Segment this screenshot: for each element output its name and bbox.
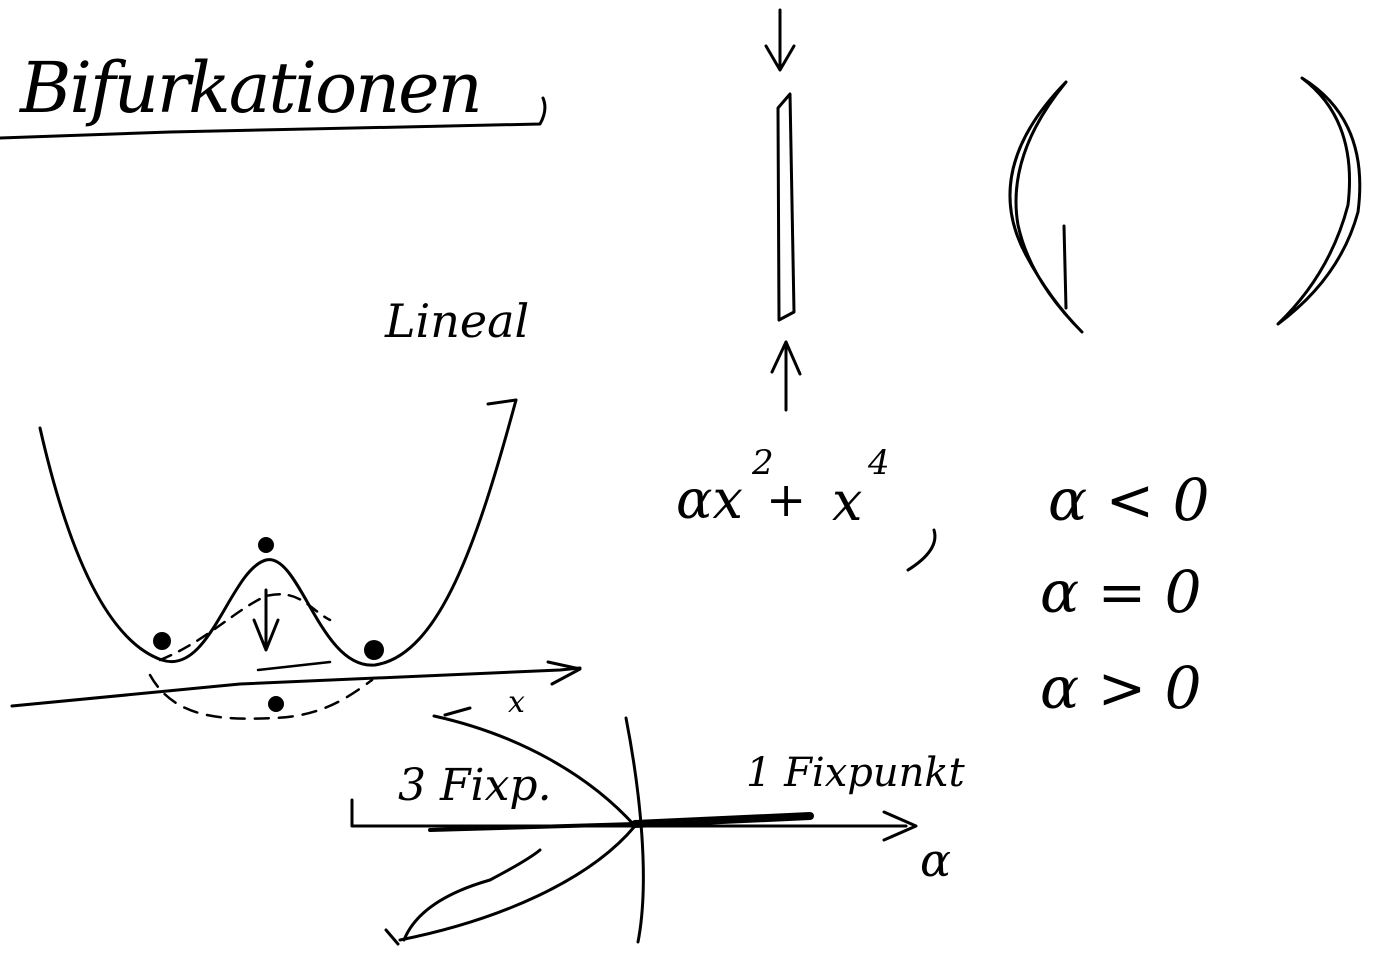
up-arrow-head bbox=[770, 340, 802, 376]
left-bent-ruler bbox=[1008, 80, 1084, 334]
unstable-branch bbox=[428, 822, 637, 832]
formula-trailing-comma bbox=[906, 528, 937, 572]
unstable-point bbox=[258, 537, 274, 553]
inner-flat-stroke bbox=[256, 660, 332, 672]
potential-curve bbox=[38, 398, 518, 667]
condition-alpha-greater: α > 0 bbox=[1040, 654, 1202, 722]
potential-curve-tick bbox=[486, 398, 518, 406]
three-fixpoints-label: 3 Fixp. bbox=[398, 760, 552, 811]
formula-plus: + bbox=[766, 472, 806, 528]
stable-single-branch bbox=[631, 812, 814, 828]
double-well-potential-graph: x bbox=[10, 398, 582, 720]
x-axis-line bbox=[10, 666, 582, 708]
formula-exponent-2: 2 bbox=[751, 443, 774, 483]
potential-formula: αx 2 + x 4 bbox=[676, 443, 937, 572]
condition-alpha-equal: α = 0 bbox=[1040, 558, 1202, 626]
right-minimum-point bbox=[364, 640, 384, 660]
x-axis-label: x bbox=[508, 685, 525, 720]
x-axis-arrow-head bbox=[546, 660, 582, 686]
buckled-rulers bbox=[1008, 76, 1362, 334]
lower-branch-shading bbox=[402, 848, 542, 942]
lower-branch-hook bbox=[384, 928, 400, 946]
title-underline bbox=[0, 96, 547, 140]
alpha-axis-arrow-head bbox=[882, 810, 918, 842]
upper-stable-branch bbox=[432, 714, 637, 828]
left-bent-ruler-stroke bbox=[1062, 224, 1068, 310]
dashed-single-well bbox=[148, 673, 374, 720]
lineal-label: Lineal bbox=[384, 294, 529, 348]
alpha-conditions: α < 0 α = 0 α > 0 bbox=[1040, 466, 1210, 722]
lower-stable-branch bbox=[398, 824, 637, 942]
alpha-axis-label: α bbox=[920, 833, 951, 887]
dashed-transition-curve bbox=[158, 593, 332, 662]
bifurcation-diagram: 3 Fixp. 1 Fixpunkt α bbox=[350, 706, 966, 946]
ruler-bar bbox=[776, 92, 796, 322]
vertical-axis-line bbox=[624, 716, 645, 944]
formula-lead: αx bbox=[676, 468, 743, 531]
falling-arrow-head bbox=[252, 618, 280, 652]
alpha-axis-line bbox=[350, 798, 908, 828]
formula-term: x bbox=[832, 470, 862, 533]
left-minimum-point bbox=[153, 632, 171, 650]
one-fixpoint-label: 1 Fixpunkt bbox=[746, 750, 966, 796]
right-bent-ruler bbox=[1276, 76, 1362, 326]
compressed-ruler bbox=[764, 8, 802, 412]
upper-branch-flick bbox=[443, 706, 472, 717]
lower-minimum-point bbox=[268, 696, 284, 712]
title-text: Bifurkationen bbox=[18, 47, 481, 129]
formula-exponent-4: 4 bbox=[867, 443, 890, 483]
condition-alpha-less: α < 0 bbox=[1048, 466, 1210, 534]
down-arrow-head bbox=[764, 44, 796, 72]
